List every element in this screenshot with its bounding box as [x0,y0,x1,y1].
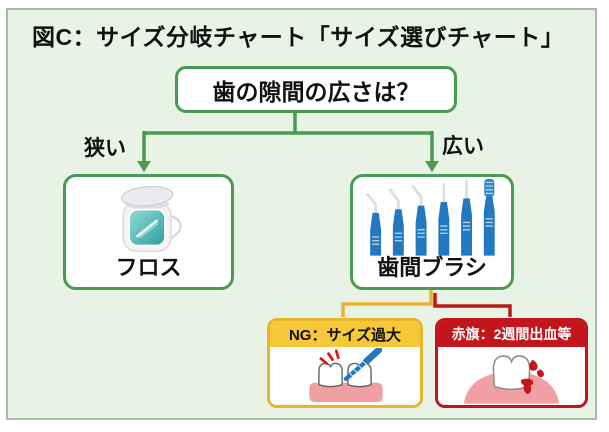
warning-box-red-flag: 赤旗：2週間出血等 [435,318,588,408]
dental-floss-icon [120,185,182,253]
result-label-interdental-brush: 歯間ブラシ [377,255,487,280]
ng-header: NG：サイズ過大 [270,321,420,347]
brush-oversize-pain-icon [309,348,383,403]
figure-title: 図C：サイズ分岐チャート「サイズ選びチャート」 [32,24,565,50]
result-label-floss: フロス [115,255,182,280]
result-box-interdental-brush: 歯間ブラシ [350,174,514,290]
flowchart-figure: 図C：サイズ分岐チャート「サイズ選びチャート」 歯の隙間の広さは？ 狭い 広い [6,8,597,420]
result-box-floss: フロス [63,174,234,290]
question-box: 歯の隙間の広さは？ [175,66,457,113]
branch-label-wide: 広い [442,135,484,158]
branch-label-narrow: 狭い [84,137,126,160]
interdental-brushes-icon [366,178,495,256]
bleeding-gum-icon [463,355,560,404]
question-text: 歯の隙間の広さは？ [212,78,420,105]
warning-box-ng: NG：サイズ過大 [267,318,423,408]
red-flag-header: 赤旗：2週間出血等 [438,321,585,347]
